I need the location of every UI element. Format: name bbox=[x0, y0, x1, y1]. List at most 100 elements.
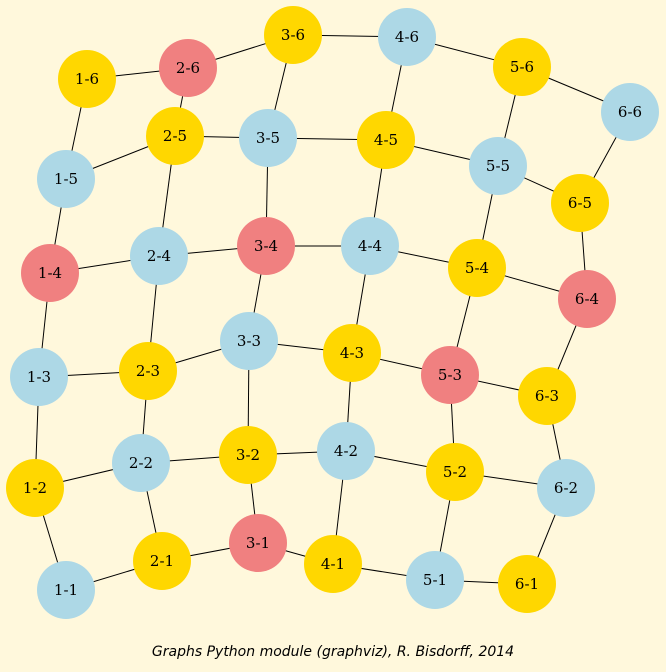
node-2-4: 2-4 bbox=[130, 227, 188, 285]
node-label-6-4: 6-4 bbox=[575, 290, 599, 308]
node-label-1-4: 1-4 bbox=[38, 264, 62, 282]
node-3-3: 3-3 bbox=[220, 312, 278, 370]
node-2-3: 2-3 bbox=[119, 342, 177, 400]
node-4-4: 4-4 bbox=[341, 217, 399, 275]
node-6-5: 6-5 bbox=[551, 174, 609, 232]
node-5-6: 5-6 bbox=[493, 38, 551, 96]
node-label-1-5: 1-5 bbox=[54, 170, 78, 188]
node-circle-4-6 bbox=[378, 8, 436, 66]
node-label-4-6: 4-6 bbox=[395, 28, 419, 46]
node-label-2-4: 2-4 bbox=[147, 247, 171, 265]
node-3-6: 3-6 bbox=[264, 6, 322, 64]
node-label-5-2: 5-2 bbox=[443, 463, 467, 481]
node-label-4-2: 4-2 bbox=[334, 442, 358, 460]
node-label-2-1: 2-1 bbox=[150, 552, 174, 570]
node-circle-3-4 bbox=[237, 217, 295, 275]
node-circle-4-4 bbox=[341, 217, 399, 275]
node-label-2-3: 2-3 bbox=[136, 362, 160, 380]
node-5-1: 5-1 bbox=[406, 551, 464, 609]
node-circle-1-3 bbox=[10, 348, 68, 406]
node-4-5: 4-5 bbox=[357, 111, 415, 169]
node-circle-4-3 bbox=[323, 324, 381, 382]
node-circle-2-5 bbox=[146, 107, 204, 165]
node-circle-1-2 bbox=[6, 459, 64, 517]
node-circle-6-1 bbox=[498, 555, 556, 613]
node-5-5: 5-5 bbox=[469, 137, 527, 195]
node-label-3-5: 3-5 bbox=[256, 129, 280, 147]
node-circle-5-4 bbox=[448, 239, 506, 297]
node-circle-3-6 bbox=[264, 6, 322, 64]
node-circle-5-3 bbox=[421, 346, 479, 404]
node-4-2: 4-2 bbox=[317, 422, 375, 480]
node-label-5-5: 5-5 bbox=[486, 157, 510, 175]
node-label-4-4: 4-4 bbox=[358, 237, 382, 255]
node-label-4-5: 4-5 bbox=[374, 131, 398, 149]
node-circle-6-5 bbox=[551, 174, 609, 232]
node-3-5: 3-5 bbox=[239, 109, 297, 167]
node-label-6-6: 6-6 bbox=[618, 103, 642, 121]
node-circle-1-1 bbox=[37, 561, 95, 619]
node-1-4: 1-4 bbox=[21, 244, 79, 302]
node-4-1: 4-1 bbox=[304, 535, 362, 593]
node-circle-4-1 bbox=[304, 535, 362, 593]
node-circle-2-4 bbox=[130, 227, 188, 285]
node-5-2: 5-2 bbox=[426, 443, 484, 501]
node-circle-2-2 bbox=[112, 434, 170, 492]
node-circle-2-6 bbox=[159, 39, 217, 97]
node-1-2: 1-2 bbox=[6, 459, 64, 517]
node-circle-2-3 bbox=[119, 342, 177, 400]
node-circle-3-5 bbox=[239, 109, 297, 167]
node-label-2-2: 2-2 bbox=[129, 454, 153, 472]
node-circle-6-2 bbox=[537, 459, 595, 517]
node-circle-2-1 bbox=[133, 532, 191, 590]
node-label-2-6: 2-6 bbox=[176, 59, 200, 77]
node-4-6: 4-6 bbox=[378, 8, 436, 66]
node-label-3-2: 3-2 bbox=[236, 446, 260, 464]
node-1-1: 1-1 bbox=[37, 561, 95, 619]
node-circle-5-5 bbox=[469, 137, 527, 195]
node-label-6-2: 6-2 bbox=[554, 479, 578, 497]
node-1-5: 1-5 bbox=[37, 150, 95, 208]
node-label-3-3: 3-3 bbox=[237, 332, 261, 350]
node-circle-1-6 bbox=[58, 50, 116, 108]
diagram-caption: Graphs Python module (graphviz), R. Bisd… bbox=[152, 644, 514, 660]
node-circle-3-3 bbox=[220, 312, 278, 370]
node-circle-5-2 bbox=[426, 443, 484, 501]
node-2-2: 2-2 bbox=[112, 434, 170, 492]
node-label-5-4: 5-4 bbox=[465, 259, 489, 277]
node-label-1-1: 1-1 bbox=[54, 581, 78, 599]
node-6-1: 6-1 bbox=[498, 555, 556, 613]
node-label-5-1: 5-1 bbox=[423, 571, 447, 589]
node-circle-4-2 bbox=[317, 422, 375, 480]
node-6-3: 6-3 bbox=[518, 367, 576, 425]
node-5-3: 5-3 bbox=[421, 346, 479, 404]
node-3-2: 3-2 bbox=[219, 426, 277, 484]
node-label-4-3: 4-3 bbox=[340, 344, 364, 362]
node-label-6-5: 6-5 bbox=[568, 194, 592, 212]
node-label-5-3: 5-3 bbox=[438, 366, 462, 384]
node-label-2-5: 2-5 bbox=[163, 127, 187, 145]
node-1-6: 1-6 bbox=[58, 50, 116, 108]
node-label-6-3: 6-3 bbox=[535, 387, 559, 405]
node-label-5-6: 5-6 bbox=[510, 58, 534, 76]
node-circle-5-1 bbox=[406, 551, 464, 609]
node-1-3: 1-3 bbox=[10, 348, 68, 406]
node-2-1: 2-1 bbox=[133, 532, 191, 590]
node-label-6-1: 6-1 bbox=[515, 575, 539, 593]
node-label-4-1: 4-1 bbox=[321, 555, 345, 573]
node-3-1: 3-1 bbox=[229, 514, 287, 572]
node-6-4: 6-4 bbox=[558, 270, 616, 328]
node-layer: 1-1 1-2 1-3 1-4 1-5 1-6 2-1 2-2 2-3 2-4 2-5 2-6 3-1 3… bbox=[6, 6, 659, 619]
node-label-3-1: 3-1 bbox=[246, 534, 270, 552]
node-circle-1-4 bbox=[21, 244, 79, 302]
node-circle-3-1 bbox=[229, 514, 287, 572]
node-label-3-4: 3-4 bbox=[254, 237, 278, 255]
node-label-1-2: 1-2 bbox=[23, 479, 47, 497]
node-circle-3-2 bbox=[219, 426, 277, 484]
node-2-6: 2-6 bbox=[159, 39, 217, 97]
node-2-5: 2-5 bbox=[146, 107, 204, 165]
node-label-1-6: 1-6 bbox=[75, 70, 99, 88]
node-circle-5-6 bbox=[493, 38, 551, 96]
node-3-4: 3-4 bbox=[237, 217, 295, 275]
